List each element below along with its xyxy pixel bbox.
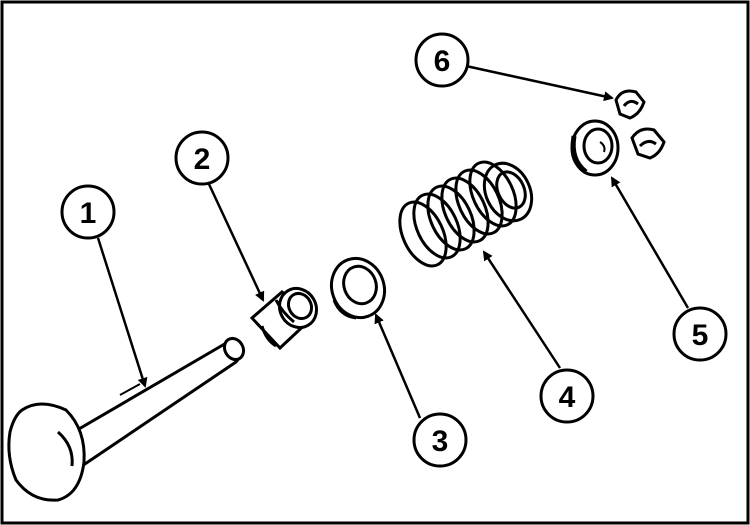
leader-arrows xyxy=(96,64,690,419)
arrow-5 xyxy=(610,176,690,309)
arrow-1 xyxy=(96,237,148,388)
callout-6-circle xyxy=(414,32,470,88)
callout-1-circle xyxy=(60,184,116,240)
callout-4: 4 xyxy=(539,368,595,424)
valve-collets-part xyxy=(614,89,666,160)
callout-1-label: 1 xyxy=(80,197,97,230)
callout-1: 1 xyxy=(60,184,116,240)
arrow-3 xyxy=(374,313,422,419)
callout-3-label: 3 xyxy=(432,425,449,458)
callout-4-label: 4 xyxy=(559,381,576,414)
callout-2-label: 2 xyxy=(194,143,211,176)
valve-spring-part xyxy=(398,160,534,268)
callout-2-circle xyxy=(174,130,230,186)
washer-part xyxy=(330,256,386,320)
arrow-6 xyxy=(465,64,614,102)
callout-2: 2 xyxy=(174,130,230,186)
callout-5-label: 5 xyxy=(692,319,709,352)
callout-3: 3 xyxy=(412,412,468,468)
callout-5-circle xyxy=(672,306,728,362)
valve-stem-seal-part xyxy=(249,286,319,351)
spring-retainer-part xyxy=(570,119,620,177)
callout-6: 6 xyxy=(414,32,470,88)
valve-part xyxy=(7,336,246,502)
callout-3-circle xyxy=(412,412,468,468)
arrow-2 xyxy=(206,181,265,302)
callout-4-circle xyxy=(539,368,595,424)
callout-5: 5 xyxy=(672,306,728,362)
callout-6-label: 6 xyxy=(434,45,451,78)
arrow-4 xyxy=(482,250,562,369)
